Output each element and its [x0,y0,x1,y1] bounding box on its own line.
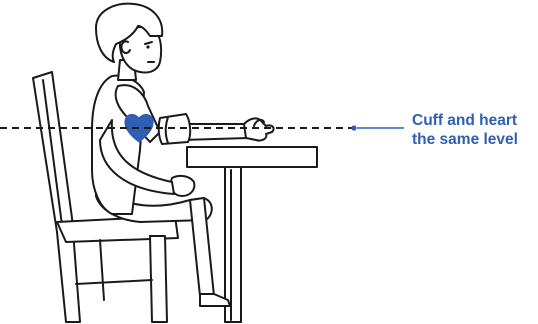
chair-front-leg [149,235,168,323]
person-hair [95,2,164,63]
chair-stretcher [75,279,153,285]
person-eye [144,41,153,45]
person-eye-dot [146,45,150,49]
callout-line-2: the same level [412,131,518,148]
chair-back-frame [32,71,81,323]
person-ear [120,40,131,54]
chair-rear-leg [99,239,105,301]
chair [32,71,179,323]
bp-cuff-edge [164,116,169,144]
callout-label: Cuff and heart the same level [412,111,538,149]
person [91,2,275,307]
person-thumb [253,118,265,127]
table-top [186,146,318,168]
table [186,146,318,323]
person-hand [243,117,275,142]
chair-back-inner [42,79,63,226]
person-foot [199,293,231,307]
callout-line-1: Cuff and heart [412,112,518,129]
table-leg [224,166,242,323]
callout-dot [351,125,357,131]
person-other-arm [99,119,175,195]
